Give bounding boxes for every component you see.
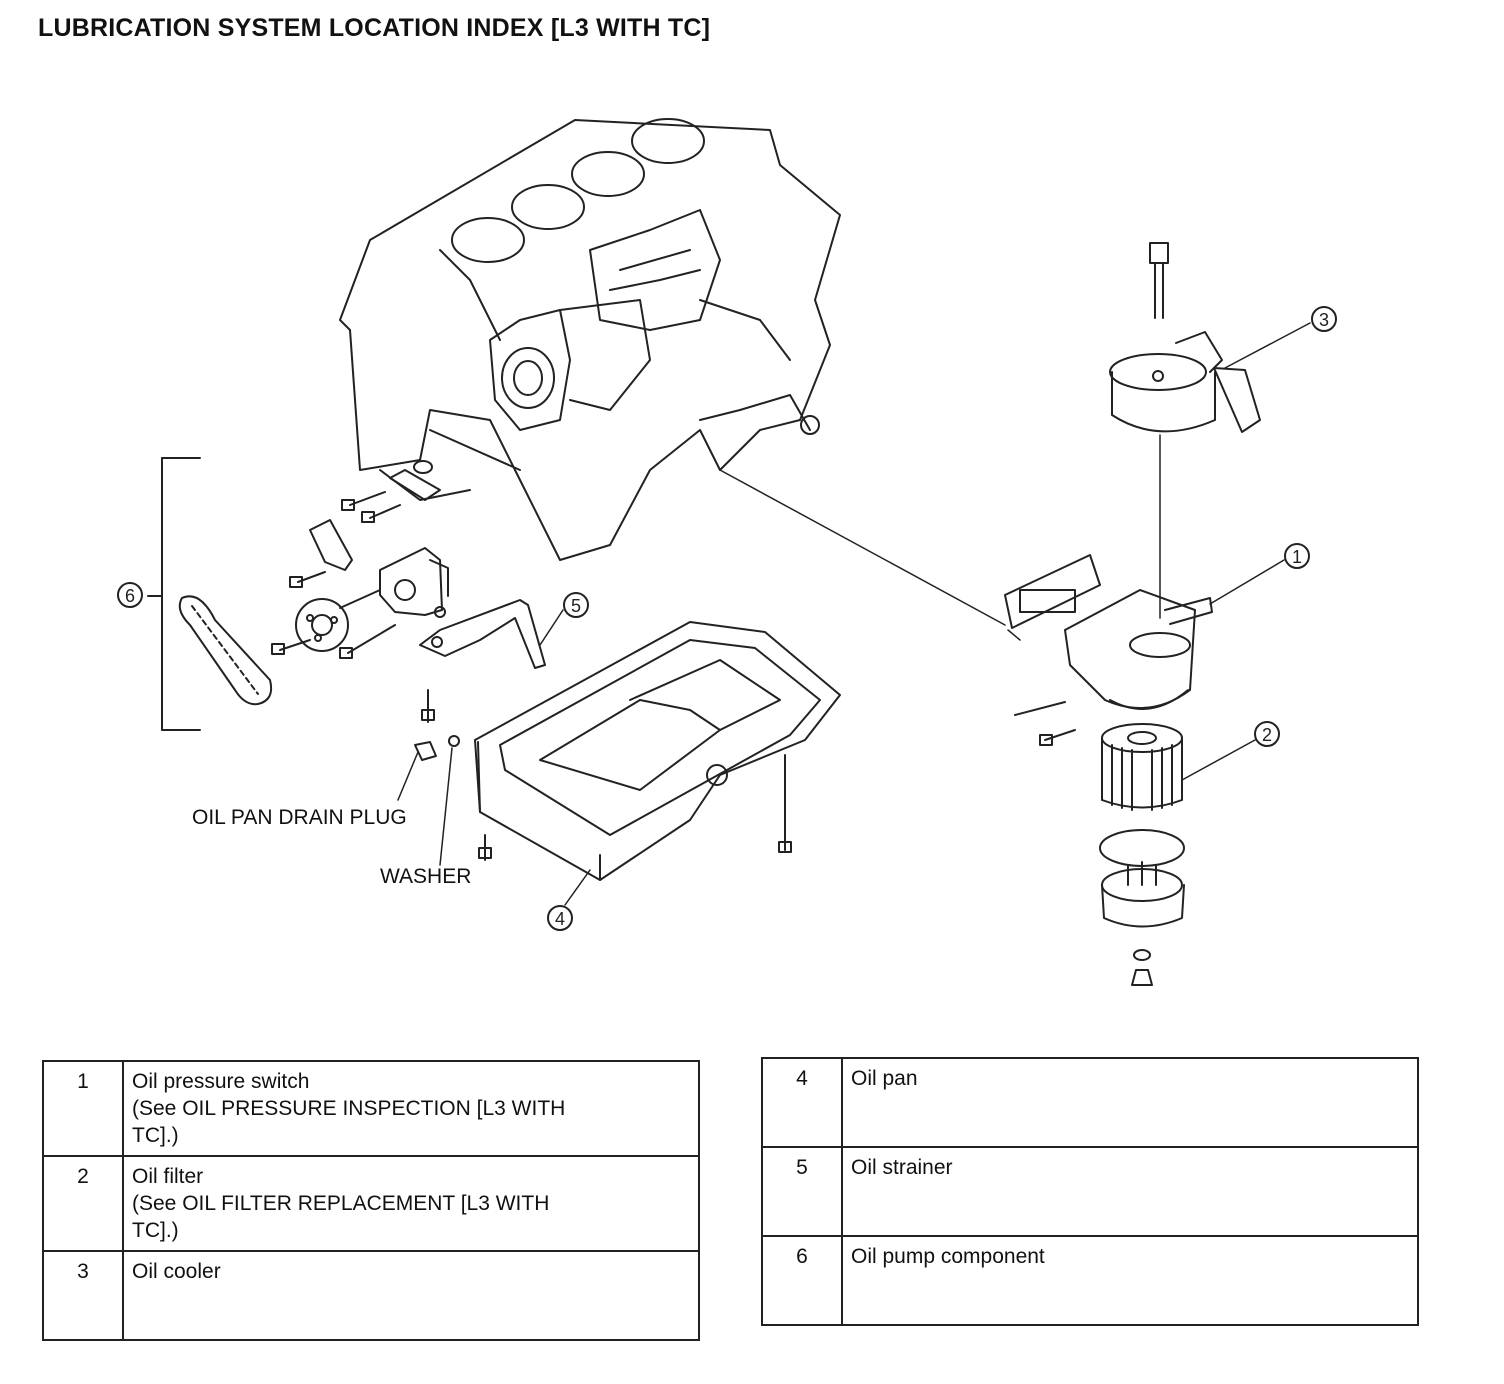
drain-plug <box>414 735 460 761</box>
oil-strainer <box>419 599 546 723</box>
legend-table-left: 1 Oil pressure switch (See OIL PRESSURE … <box>42 1060 700 1341</box>
table-row: 3 Oil cooler <box>42 1250 700 1341</box>
oil-filter-body <box>1004 554 1213 746</box>
legend-description: Oil cooler <box>122 1250 700 1341</box>
table-row: 2 Oil filter (See OIL FILTER REPLACEMENT… <box>42 1155 700 1252</box>
legend-number: 3 <box>42 1250 124 1341</box>
drain-plug-label: OIL PAN DRAIN PLUG <box>192 806 407 829</box>
oil-pump-bolts <box>271 491 401 659</box>
oil-cooler <box>1109 242 1261 619</box>
svg-text:1: 1 <box>1292 547 1302 567</box>
legend-table-right: 4 Oil pan 5 Oil strainer 6 Oil pump comp… <box>761 1057 1419 1326</box>
oil-filter <box>1099 723 1185 986</box>
page-title: LUBRICATION SYSTEM LOCATION INDEX [L3 WI… <box>38 14 711 42</box>
svg-text:5: 5 <box>571 596 581 616</box>
legend-description: Oil pan <box>841 1057 1419 1148</box>
marker-6: 6 <box>117 582 143 608</box>
svg-text:2: 2 <box>1262 725 1272 745</box>
oil-pump-sprocket <box>295 598 349 652</box>
svg-text:3: 3 <box>1319 310 1329 330</box>
svg-text:4: 4 <box>555 909 565 929</box>
marker-3: 3 <box>1311 306 1337 332</box>
table-row: 1 Oil pressure switch (See OIL PRESSURE … <box>42 1060 700 1157</box>
oil-pump-body <box>379 547 449 618</box>
legend-number: 5 <box>761 1146 843 1237</box>
legend-description: Oil pressure switch (See OIL PRESSURE IN… <box>122 1060 700 1157</box>
svg-text:6: 6 <box>125 586 135 606</box>
legend-number: 1 <box>42 1060 124 1157</box>
oil-pan <box>474 621 841 881</box>
marker-5: 5 <box>563 592 589 618</box>
table-row: 6 Oil pump component <box>761 1235 1419 1326</box>
table-row: 4 Oil pan <box>761 1057 1419 1148</box>
legend-number: 6 <box>761 1235 843 1326</box>
legend-description: Oil strainer <box>841 1146 1419 1237</box>
legend-number: 2 <box>42 1155 124 1252</box>
group-6-bracket <box>161 457 201 731</box>
exploded-view-diagram: 1 2 3 4 5 6 <box>117 118 1337 986</box>
table-row: 5 Oil strainer <box>761 1146 1419 1237</box>
marker-2: 2 <box>1254 721 1280 747</box>
marker-1: 1 <box>1284 543 1310 569</box>
leader-lines <box>397 322 1311 906</box>
oil-pump-chain <box>178 595 273 706</box>
legend-description: Oil filter (See OIL FILTER REPLACEMENT [… <box>122 1155 700 1252</box>
legend-number: 4 <box>761 1057 843 1148</box>
chain-tensioner <box>309 460 441 571</box>
marker-4: 4 <box>547 905 573 931</box>
washer-label: WASHER <box>380 865 472 888</box>
legend-description: Oil pump component <box>841 1235 1419 1326</box>
